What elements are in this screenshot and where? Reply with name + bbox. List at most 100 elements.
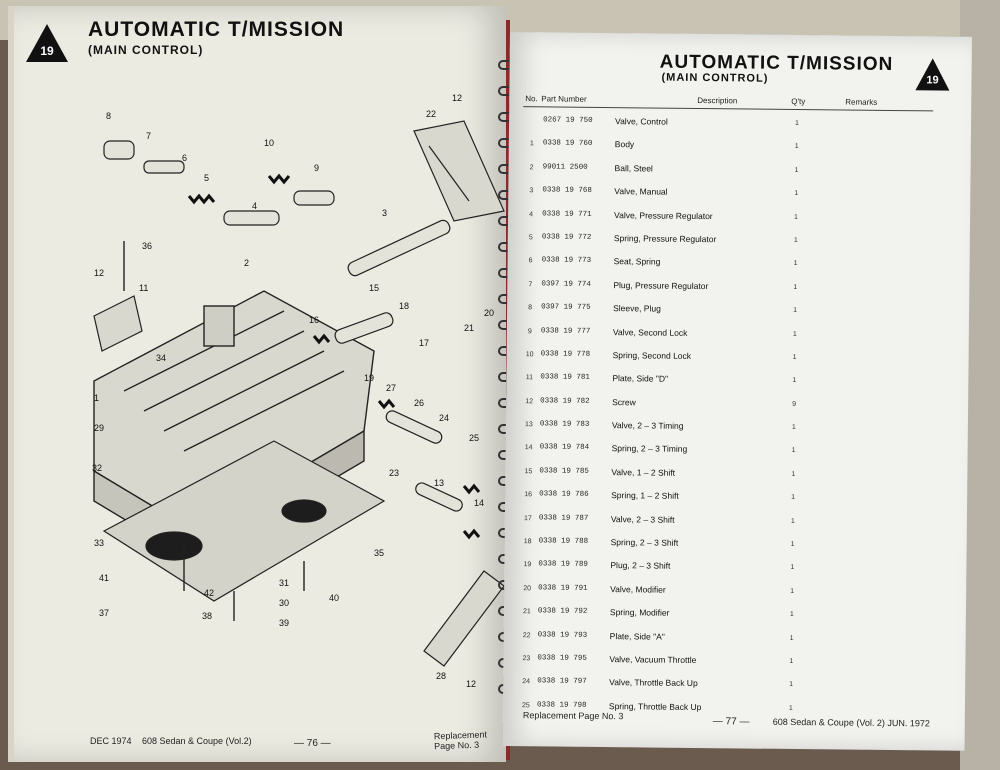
row-remarks — [823, 144, 943, 145]
row-qty: 1 — [789, 681, 794, 689]
page-subtitle: (MAIN CONTROL) — [661, 71, 769, 85]
row-remarks — [821, 354, 941, 355]
row-remarks — [820, 424, 940, 425]
row-no: 14 — [524, 444, 533, 452]
row-part-number: 0338 19 768 — [542, 186, 592, 196]
row-qty: 1 — [791, 424, 796, 432]
row-no: 4 — [529, 210, 534, 218]
row-qty: 1 — [789, 657, 794, 665]
row-no: 25 — [522, 701, 530, 710]
svg-text:37: 37 — [99, 608, 109, 618]
row-remarks — [819, 518, 939, 519]
svg-text:39: 39 — [279, 618, 289, 628]
row-part-number: 0338 19 760 — [542, 139, 593, 149]
row-part-number: 0338 19 788 — [538, 537, 589, 546]
svg-text:35: 35 — [374, 548, 384, 558]
row-part-number: 0338 19 783 — [539, 420, 590, 429]
row-part-number: 0338 19 782 — [540, 397, 590, 406]
row-qty: 1 — [794, 213, 799, 221]
svg-text:10: 10 — [264, 138, 274, 148]
row-remarks — [818, 565, 938, 566]
row-qty: 1 — [794, 143, 799, 151]
row-remarks — [822, 261, 942, 262]
row-no: 5 — [528, 234, 533, 242]
row-description: Ball, Steel — [614, 162, 653, 174]
row-description: Plug, 2 – 3 Shift — [610, 560, 671, 572]
svg-text:33: 33 — [94, 538, 104, 548]
svg-text:27: 27 — [386, 383, 396, 393]
svg-text:9: 9 — [314, 163, 319, 173]
row-description: Valve, 2 – 3 Shift — [610, 513, 675, 525]
svg-text:32: 32 — [92, 463, 102, 473]
svg-text:26: 26 — [414, 398, 424, 408]
row-description: Valve, Manual — [614, 186, 668, 197]
row-qty: 1 — [791, 470, 796, 478]
row-part-number: 0338 19 793 — [537, 630, 588, 640]
bolts — [123, 241, 305, 621]
row-part-number: 0338 19 791 — [538, 584, 588, 593]
row-remarks — [817, 658, 937, 659]
row-description: Spring, Modifier — [609, 607, 670, 618]
row-remarks — [823, 120, 943, 121]
row-qty: 1 — [791, 494, 796, 502]
row-part-number: 0338 19 772 — [541, 233, 592, 242]
svg-text:19: 19 — [364, 373, 374, 383]
row-description: Valve, Throttle Back Up — [609, 677, 698, 689]
row-description: Plate, Side "D" — [612, 373, 669, 384]
row-description: Spring, 2 – 3 Shift — [610, 537, 679, 548]
svg-text:20: 20 — [484, 308, 494, 318]
valve-spools — [103, 140, 463, 512]
row-qty: 1 — [788, 704, 793, 712]
section-number: 19 — [40, 44, 54, 58]
row-part-number: 0338 19 777 — [540, 326, 591, 336]
row-qty: 1 — [791, 447, 796, 455]
row-no: 7 — [528, 280, 533, 288]
row-remarks — [821, 331, 941, 332]
row-remarks — [818, 588, 938, 589]
row-no: 18 — [523, 538, 532, 546]
row-description: Valve, 2 – 3 Timing — [611, 420, 684, 431]
row-part-number: 0397 19 774 — [541, 280, 591, 289]
row-remarks — [819, 471, 939, 472]
section-triangle-badge — [26, 24, 68, 62]
row-no: 22 — [522, 631, 531, 639]
row-description: Valve, Modifier — [610, 583, 666, 595]
svg-text:18: 18 — [399, 301, 409, 311]
row-part-number: 0338 19 785 — [539, 467, 589, 476]
row-remarks — [818, 635, 938, 636]
svg-text:4: 4 — [252, 201, 257, 211]
row-remarks — [822, 237, 942, 238]
row-no: 23 — [522, 655, 531, 663]
section-number: 19 — [926, 74, 939, 87]
svg-text:8: 8 — [106, 111, 111, 121]
svg-text:41: 41 — [99, 573, 109, 583]
svg-text:12: 12 — [94, 268, 104, 278]
footer-model: 608 Sedan & Coupe (Vol. 2) JUN. 1972 — [772, 716, 930, 729]
row-qty: 1 — [793, 236, 798, 244]
row-description: Valve, Second Lock — [612, 326, 688, 338]
row-qty: 1 — [790, 517, 795, 525]
row-no: 11 — [525, 374, 534, 382]
row-no: 17 — [523, 514, 532, 522]
row-description: Body — [614, 139, 635, 150]
footer-replacement: Replacement Page No. 3 — [433, 729, 488, 752]
row-qty: 1 — [790, 587, 795, 595]
row-part-number: 0338 19 798 — [536, 701, 587, 710]
row-qty: 1 — [794, 190, 799, 198]
svg-text:3: 3 — [382, 208, 387, 218]
svg-text:1: 1 — [94, 393, 99, 403]
side-plate-d — [93, 295, 143, 352]
row-description: Valve, Pressure Regulator — [614, 209, 713, 221]
svg-text:12: 12 — [452, 93, 462, 103]
row-qty: 1 — [792, 377, 797, 385]
svg-text:31: 31 — [279, 578, 289, 588]
row-remarks — [819, 541, 939, 542]
row-part-number: 0338 19 792 — [537, 607, 588, 617]
left-page: 19 AUTOMATIC T/MISSION (MAIN CONTROL) — [8, 6, 506, 762]
svg-text:5: 5 — [204, 173, 209, 183]
svg-text:25: 25 — [469, 433, 479, 443]
row-remarks — [818, 611, 938, 612]
row-remarks — [817, 705, 937, 706]
